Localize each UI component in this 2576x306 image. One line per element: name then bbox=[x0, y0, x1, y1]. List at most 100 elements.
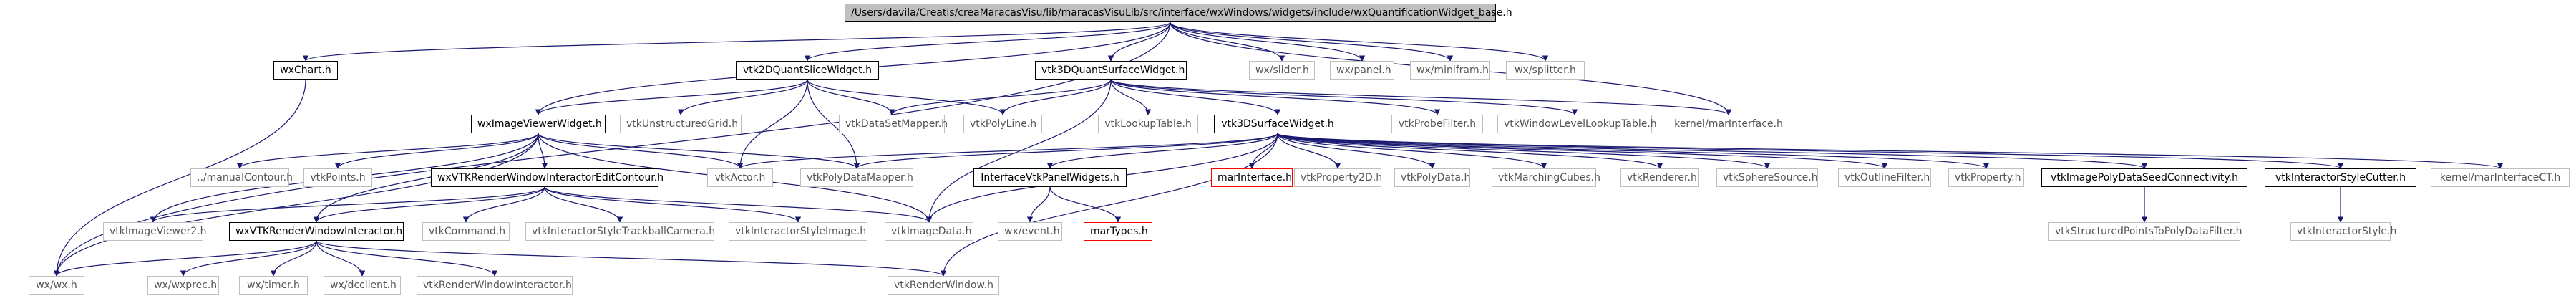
edge-wxvtkrwi-to-dcclient bbox=[316, 240, 366, 277]
node-vtkcommand[interactable]: vtkCommand.h bbox=[422, 222, 510, 241]
edge-wxvtkrwi-to-wxwx bbox=[53, 240, 317, 277]
edge-root-to-vtk2dquant bbox=[804, 21, 1171, 62]
edge-vtk3dsurface-to-vtkrenderer bbox=[1277, 133, 1663, 169]
node-vtkimagedata[interactable]: vtkImageData.h bbox=[885, 222, 973, 241]
node-vtkinteractorstyletrackballcamera[interactable]: vtkInteractorStyleTrackballCamera.h bbox=[525, 222, 715, 241]
node-vtkpoints[interactable]: vtkPoints.h bbox=[303, 168, 372, 187]
node-wximageviewerwidget[interactable]: wxImageViewerWidget.h bbox=[471, 115, 606, 133]
node-marinterface[interactable]: marInterface.h bbox=[1211, 168, 1293, 187]
node-vtk3dsurfacewidget[interactable]: vtk3DSurfaceWidget.h bbox=[1214, 115, 1341, 133]
edge-vtk3dquant-to-lookuptable bbox=[1110, 79, 1152, 115]
edge-interfacepanel-to-martypes bbox=[1049, 186, 1122, 223]
node-wx-event[interactable]: wx/event.h bbox=[998, 222, 1062, 241]
node-vtkactor[interactable]: vtkActor.h bbox=[707, 168, 773, 187]
node-wx-slider[interactable]: wx/slider.h bbox=[1249, 61, 1315, 80]
edge-vtk2dquant-to-datasetmapper bbox=[807, 79, 895, 115]
edge-imageviewer-to-manualcontour bbox=[236, 133, 539, 169]
edge-wxvtkrwi-to-wxprec bbox=[180, 240, 317, 277]
edge-vtk3dsurface-to-kernelct bbox=[1277, 133, 2503, 169]
node-wx-wx[interactable]: wx/wx.h bbox=[29, 276, 84, 295]
edge-vtk3dsurface-to-interfacepanel bbox=[1046, 133, 1278, 169]
node-vtkpolydatamapper[interactable]: vtkPolyDataMapper.h bbox=[800, 168, 913, 187]
node-wx-wxprec[interactable]: wx/wxprec.h bbox=[147, 276, 219, 295]
edge-vtk3dsurface-to-seedconnectivity bbox=[1277, 133, 2147, 169]
node-wxvtkrenderwindowinteractor[interactable]: wxVTKRenderWindowInteractor.h bbox=[229, 222, 404, 241]
node-vtkoutlinefilter[interactable]: vtkOutlineFilter.h bbox=[1838, 168, 1931, 187]
node-vtkinteractorstyle[interactable]: vtkInteractorStyle.h bbox=[2290, 222, 2396, 241]
edge-imageviewer-to-vtkactor bbox=[538, 133, 744, 169]
node-wx-panel[interactable]: wx/panel.h bbox=[1330, 61, 1394, 80]
node-wx-dcclient[interactable]: wx/dcclient.h bbox=[324, 276, 401, 295]
node-vtkimageviewer2[interactable]: vtkImageViewer2.h bbox=[103, 222, 207, 241]
edge-editcontour-to-wxvtkrwi bbox=[313, 186, 545, 223]
node-wxchart[interactable]: wxChart.h bbox=[273, 61, 338, 80]
node-kernel-marinterface[interactable]: kernel/marInterface.h bbox=[1668, 115, 1789, 133]
edge-vtk3dsurface-to-stylecutter bbox=[1277, 133, 2343, 169]
node-vtkimagepolydataseedconnectivity[interactable]: vtkImagePolyDataSeedConnectivity.h bbox=[2041, 168, 2247, 187]
edge-imageviewer-to-wxwx bbox=[53, 133, 539, 277]
edge-vtk3dquant-to-polyline bbox=[999, 79, 1112, 115]
edge-vtk3dsurface-to-marchingcubes bbox=[1277, 133, 1547, 169]
node-vtkprobefilter[interactable]: vtkProbeFilter.h bbox=[1391, 115, 1483, 133]
node-interfacevtkpanelwidgets[interactable]: InterfaceVtkPanelWidgets.h bbox=[973, 168, 1127, 187]
node-wx-timer[interactable]: wx/timer.h bbox=[239, 276, 308, 295]
edge-imageviewer-to-editcontour bbox=[538, 133, 548, 169]
node-vtkpolyline[interactable]: vtkPolyLine.h bbox=[963, 115, 1042, 133]
edge-editcontour-to-trackballcamera bbox=[544, 186, 623, 223]
node-vtk2dquantslicewidget[interactable]: vtk2DQuantSliceWidget.h bbox=[736, 61, 879, 80]
node-vtkproperty[interactable]: vtkProperty.h bbox=[1948, 168, 2024, 187]
node-wxvtkrenderwindowinteractoreditcontour[interactable]: wxVTKRenderWindowInteractorEditContour.h bbox=[431, 168, 664, 187]
edge-editcontour-to-imageviewer2 bbox=[150, 186, 545, 223]
node-vtkstructuredpointstopolydatafilter[interactable]: vtkStructuredPointsToPolyDataFilter.h bbox=[2048, 222, 2242, 241]
node-kernel-marinterfacect[interactable]: kernel/marInterfaceCT.h bbox=[2431, 168, 2570, 187]
edge-vtk3dsurface-to-vtkpolydata bbox=[1277, 133, 1436, 169]
node-vtkinteractorstyleimage[interactable]: vtkInteractorStyleImage.h bbox=[729, 222, 867, 241]
node-vtkpolydata[interactable]: vtkPolyData.h bbox=[1394, 168, 1470, 187]
edge-interfacepanel-to-wxevent bbox=[1026, 186, 1051, 223]
edge-vtk2dquant-to-vtkactor bbox=[737, 79, 808, 169]
edge-imageviewer-to-vtkpoints bbox=[334, 133, 539, 169]
node-vtkrenderer[interactable]: vtkRenderer.h bbox=[1620, 168, 1699, 187]
edge-vtk3dsurface-to-spheresource bbox=[1277, 133, 1770, 169]
node-vtkproperty2d[interactable]: vtkProperty2D.h bbox=[1294, 168, 1382, 187]
node-root-header[interactable]: /Users/davila/Creatis/creaMaracasVisu/li… bbox=[845, 4, 1512, 22]
edge-editcontour-to-styleimage bbox=[544, 186, 802, 223]
node-vtkunstructuredgrid[interactable]: vtkUnstructuredGrid.h bbox=[620, 115, 742, 133]
node-vtkdatasetmapper[interactable]: vtkDataSetMapper.h bbox=[839, 115, 948, 133]
node-vtkwindowlevellookuptable[interactable]: vtkWindowLevelLookupTable.h bbox=[1497, 115, 1657, 133]
edge-editcontour-to-vtkcommand bbox=[462, 186, 545, 223]
node-wx-minifram[interactable]: wx/minifram.h bbox=[1410, 61, 1490, 80]
edge-imageviewer-to-polydatamapper bbox=[538, 133, 860, 169]
node-vtkinteractorstylecutter[interactable]: vtkInteractorStyleCutter.h bbox=[2265, 168, 2416, 187]
edge-vtk3dquant-to-windowlevel bbox=[1110, 79, 1578, 115]
edge-wxvtkrwi-to-renderwindow bbox=[316, 240, 946, 277]
edge-vtk3dsurface-to-vtkproperty bbox=[1277, 133, 1989, 169]
node-vtklookuptable[interactable]: vtkLookupTable.h bbox=[1098, 115, 1198, 133]
node-manualcontour[interactable]: ../manualContour.h bbox=[190, 168, 293, 187]
edge-root-to-slider bbox=[1170, 21, 1285, 62]
edge-wxvtkrwi-to-renderwindowinteractor bbox=[316, 240, 498, 277]
edge-root-to-panel bbox=[1170, 21, 1366, 62]
edge-vtk3dquant-to-vtk3dsurface bbox=[1110, 79, 1281, 115]
edge-vtk2dquant-to-polydatamapper bbox=[807, 79, 860, 169]
edge-vtk2dquant-to-imageviewer bbox=[535, 79, 808, 115]
edge-vtk3dquant-to-datasetmapper bbox=[888, 79, 1112, 115]
edge-vtk3dsurface-to-vtkproperty2d bbox=[1277, 133, 1341, 169]
edge-vtk3dsurface-to-polydatamapper bbox=[853, 133, 1278, 169]
edge-root-to-minifram bbox=[1170, 21, 1454, 62]
edge-vtk3dsurface-to-renderwindow bbox=[940, 133, 1278, 277]
edge-vtk3dsurface-to-outlinefilter bbox=[1277, 133, 1887, 169]
node-vtkrenderwindowinteractor[interactable]: vtkRenderWindowInteractor.h bbox=[417, 276, 573, 295]
edge-root-to-vtk3dquant bbox=[1107, 21, 1171, 62]
node-martypes[interactable]: marTypes.h bbox=[1084, 222, 1152, 241]
node-vtkspheresource[interactable]: vtkSphereSource.h bbox=[1716, 168, 1818, 187]
node-vtkmarchingcubes[interactable]: vtkMarchingCubes.h bbox=[1492, 168, 1600, 187]
node-wx-splitter[interactable]: wx/splitter.h bbox=[1506, 61, 1585, 80]
edge-root-to-splitter bbox=[1170, 21, 1549, 62]
node-vtkrenderwindow[interactable]: vtkRenderWindow.h bbox=[888, 276, 999, 295]
node-vtk3dquantsurfacewidget[interactable]: vtk3DQuantSurfaceWidget.h bbox=[1035, 61, 1187, 80]
edge-vtk3dquant-to-probefilter bbox=[1110, 79, 1441, 115]
edge-vtk2dquant-to-polyline bbox=[807, 79, 1006, 115]
